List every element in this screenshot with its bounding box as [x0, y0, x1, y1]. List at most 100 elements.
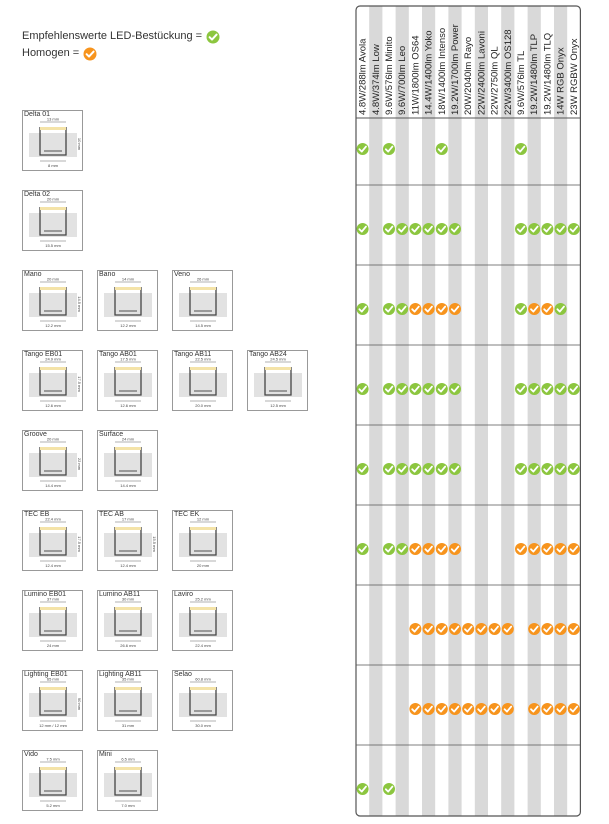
mounting-surface: [104, 453, 152, 477]
orange-check-icon: [449, 543, 461, 555]
green-check-icon: [356, 223, 369, 235]
green-check-icon: [435, 383, 448, 395]
diffuser: [115, 367, 141, 370]
column-header-14-4w-1400lm-yoko: 14.4W/1400lm Yoko: [424, 30, 435, 115]
profile-name: Tango AB01: [99, 351, 137, 358]
orange-check-icon: [567, 623, 580, 635]
profile-name: Surface: [99, 431, 124, 438]
orange-check-icon: [554, 703, 567, 715]
diffuser: [190, 527, 216, 530]
profile-outline: [39, 447, 67, 476]
orange-check-icon: [501, 623, 514, 635]
led-strip: [44, 710, 62, 712]
led-strip: [119, 390, 137, 392]
led-strip: [44, 790, 62, 792]
orange-check-icon: [541, 543, 554, 555]
profile-outline: [189, 687, 217, 716]
orange-check-icon: [541, 303, 554, 315]
green-check-icon: [422, 463, 435, 475]
dimension-label: 22.5 mm: [195, 357, 211, 362]
mounting-surface: [179, 373, 227, 397]
column-header-22w-2750lm-ql: 22W/2750lm QL: [490, 46, 501, 115]
dimension-label: 22.4 mm: [45, 517, 61, 522]
profile-name: Veno: [174, 271, 190, 278]
dimension-label: 12.5 mm: [270, 403, 286, 408]
green-check-icon: [422, 223, 435, 235]
dimension-label: 17.5 mm: [120, 357, 136, 362]
green-check-icon: [541, 463, 554, 475]
dimension-label: 5.2 mm: [46, 803, 60, 808]
diffuser: [40, 687, 66, 690]
led-strip: [44, 150, 62, 152]
green-check-icon: [409, 463, 422, 475]
dimension-label: 31 mm: [122, 723, 135, 728]
green-check-icon: [567, 223, 580, 235]
dimension-label: 35 mm: [122, 677, 135, 682]
profile-outline: [189, 367, 217, 396]
green-check-icon: [515, 223, 527, 235]
green-check-icon: [409, 223, 422, 235]
dimension-label: 90 mm: [77, 698, 82, 711]
legend-recommended: Empfehlenswerte LED-Bestückung =: [22, 28, 220, 45]
green-check-icon: [515, 463, 527, 475]
orange-check-icon: [435, 543, 448, 555]
diffuser: [40, 127, 66, 130]
column-header-11w-1800lm-os64: 11W/1800lm OS64: [410, 35, 421, 115]
profile-outline: [114, 607, 142, 636]
dimension-label: 6.5 mm: [121, 757, 135, 762]
dimension-label: 10 mm: [77, 138, 82, 151]
diffuser: [40, 367, 66, 370]
profile-outline: [114, 447, 142, 476]
profile-outline: [114, 767, 142, 796]
dimension-label: 8 mm: [48, 163, 59, 168]
profile-outline: [114, 687, 142, 716]
dimension-label: 12.6 mm: [45, 403, 61, 408]
orange-check-icon: [488, 623, 501, 635]
profile-name: Mini: [99, 751, 112, 758]
profile-drawing: 7.5 mm5.2 mm: [29, 757, 77, 808]
green-check-icon: [396, 383, 409, 395]
led-strip: [44, 550, 62, 552]
dimension-label: 12 mm / 12 mm: [39, 723, 67, 728]
dimension-label: 7.0 mm: [121, 803, 135, 808]
green-check-icon: [356, 783, 369, 795]
profile-name: Delta 01: [24, 111, 51, 118]
orange-check-icon: [567, 543, 580, 555]
dimension-label: 30 mm: [122, 597, 135, 602]
orange-check-icon: [541, 623, 554, 635]
diffuser: [115, 767, 141, 770]
mounting-surface: [29, 693, 77, 717]
diffuser: [40, 287, 66, 290]
mounting-surface: [104, 293, 152, 317]
led-strip: [194, 390, 212, 392]
diffuser: [190, 687, 216, 690]
profile-name: Vido: [24, 751, 38, 758]
green-check-icon: [449, 383, 461, 395]
green-check-icon: [435, 143, 448, 155]
dimension-label: 12 mm: [197, 517, 210, 522]
green-check-icon: [356, 543, 369, 555]
profile-outline: [189, 527, 217, 556]
profile-outline: [39, 527, 67, 556]
dimension-label: 26.6 mm: [120, 643, 136, 648]
orange-check-icon: [435, 703, 448, 715]
diffuser: [190, 367, 216, 370]
led-strip: [194, 310, 212, 312]
profile-mini: Mini 6.5 mm 7.0 mm: [97, 750, 158, 811]
dimension-label: 24 mm: [47, 643, 60, 648]
mounting-surface: [179, 293, 227, 317]
led-strip: [269, 390, 287, 392]
profile-name: Lumino AB11: [99, 591, 141, 598]
profile-outline: [39, 607, 67, 636]
